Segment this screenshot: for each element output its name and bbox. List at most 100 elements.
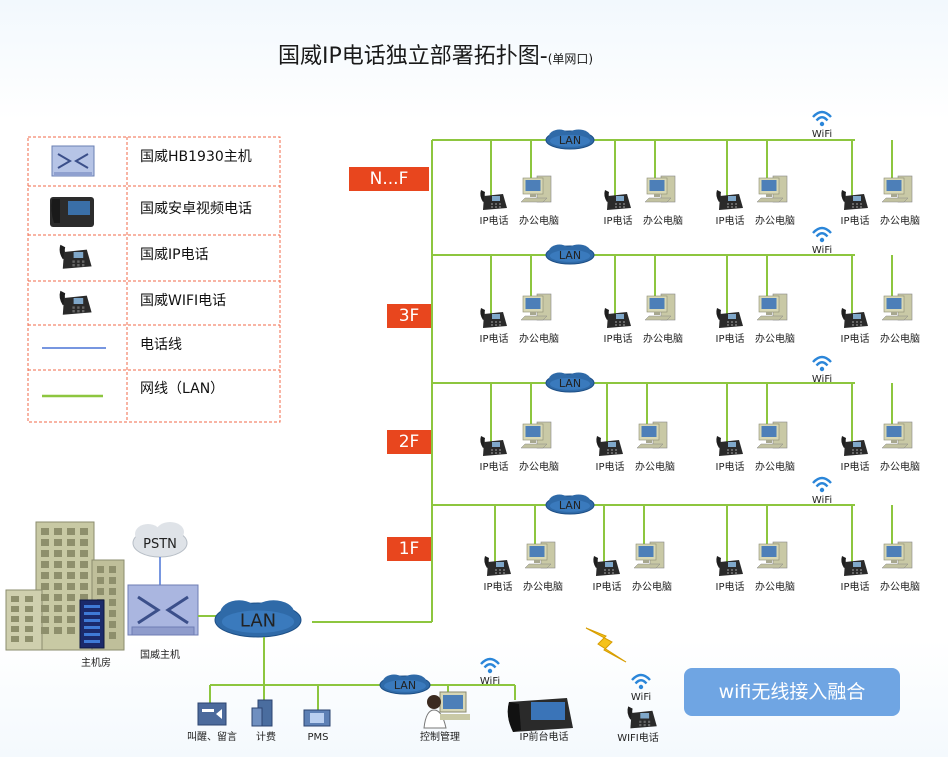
ip-phone-label: IP电话 [841,332,870,345]
legend-label-network-line: 网线（LAN） [140,381,225,397]
handheld-wifi-phone-icon [627,706,657,729]
pc-icon [756,175,788,203]
ip-phone-icon [716,556,743,576]
ip-phone-icon [841,436,868,456]
pc-label: 办公电脑 [880,214,920,227]
wifi-label: WiFi [812,374,832,385]
wifi-label: WiFi [480,676,500,687]
ip-phone-label: IP电话 [596,460,625,473]
core-lan-cloud-icon: LAN [214,600,302,638]
ip-phone-icon [716,308,743,328]
lan-cloud-label: LAN [394,679,416,692]
pc-label: 办公电脑 [880,332,920,345]
wifi-label: WiFi [631,692,651,703]
legend-label-pbx: 国威HB1930主机 [140,149,252,165]
pc-label: 办公电脑 [519,214,559,227]
pc-label: 办公电脑 [519,460,559,473]
bottom-wifi-icon: WiFi [480,657,500,687]
pc-icon [520,175,552,203]
legend-label-ip-phone: 国威IP电话 [140,247,209,263]
pc-icon [644,175,676,203]
wifi-icon: WiFi [812,226,832,256]
android-video-phone-icon [50,197,94,227]
wifi-icon: WiFi [812,476,832,506]
pms-server-icon [303,709,331,727]
pc-label: 办公电脑 [643,332,683,345]
ip-phone-icon [716,190,743,210]
wifi-icon: WiFi [812,355,832,385]
front-desk-phone-icon [507,698,573,732]
pbx-host-icon [127,584,199,636]
wifi-phone-icon [59,290,92,315]
legend-label-phone-line: 电话线 [140,337,182,353]
building-icon [5,521,125,651]
wireless-bolt-icon [585,627,627,663]
wifi-label: WiFi [812,495,832,506]
pc-label: 办公电脑 [519,332,559,345]
pc-icon [756,541,788,569]
ip-phone-label: IP电话 [841,460,870,473]
ip-phone-label: IP电话 [480,332,509,345]
ip-phone-icon [593,556,620,576]
bottom-lan-cloud-icon: LAN [379,674,431,695]
control-management-icon [423,691,470,729]
pc-icon [881,293,913,321]
ip-phone-icon [716,436,743,456]
pstn-cloud-icon: PSTN [132,522,188,558]
ip-phone-icon [480,436,507,456]
legend-table [27,136,281,423]
lan-cloud-icon: LAN [545,494,595,515]
pc-icon [644,293,676,321]
control-management-label: 控制管理 [420,730,460,743]
title-main: 国威IP电话独立部署拓扑图- [278,44,548,69]
ip-phone-icon [480,190,507,210]
ip-phone-icon [841,308,868,328]
wifi-label: WiFi [812,129,832,140]
ip-phone-label: IP电话 [604,332,633,345]
pc-label: 办公电脑 [755,214,795,227]
legend-label-wifi-phone: 国威WIFI电话 [140,293,227,309]
pc-icon [520,421,552,449]
pc-icon [881,175,913,203]
ip-phone-label: IP电话 [841,214,870,227]
pc-label: 办公电脑 [880,580,920,593]
wifi-phone-wifi-icon: WiFi [631,673,651,703]
pc-label: 办公电脑 [755,332,795,345]
ip-phone-icon [484,556,511,576]
wifi-label: WiFi [812,245,832,256]
pc-label: 办公电脑 [755,580,795,593]
page-title: 国威IP电话独立部署拓扑图-(单网口) [278,38,593,70]
floor-label-1f: 1F [387,537,431,561]
billing-server-icon [251,699,273,727]
pc-icon [881,421,913,449]
wifi-integration-button[interactable]: wifi无线接入融合 [684,668,900,716]
lan-cloud-label: LAN [559,377,581,390]
pbx-icon [51,145,95,177]
lan-cloud-icon: LAN [545,372,595,393]
ip-phone-label: IP电话 [716,214,745,227]
pc-icon [881,541,913,569]
ip-phone-label: IP电话 [716,580,745,593]
ip-phone-icon [480,308,507,328]
wifi-icon: WiFi [812,110,832,140]
ip-phone-icon [59,244,92,269]
ip-phone-icon [841,556,868,576]
pc-icon [636,421,668,449]
pc-icon [520,293,552,321]
lan-cloud-label: LAN [559,499,581,512]
pc-icon [756,293,788,321]
ip-phone-icon [841,190,868,210]
ip-phone-label: IP电话 [604,214,633,227]
floor-label-2f: 2F [387,430,431,454]
pbx-host-label: 国威主机 [140,648,180,661]
pms-label: PMS [307,732,328,743]
ip-phone-label: IP电话 [716,332,745,345]
lan-cloud-label: LAN [559,134,581,147]
pc-label: 办公电脑 [523,580,563,593]
ip-phone-icon [604,308,631,328]
pc-label: 办公电脑 [880,460,920,473]
pstn-label: PSTN [143,537,177,552]
ip-phone-label: IP电话 [716,460,745,473]
